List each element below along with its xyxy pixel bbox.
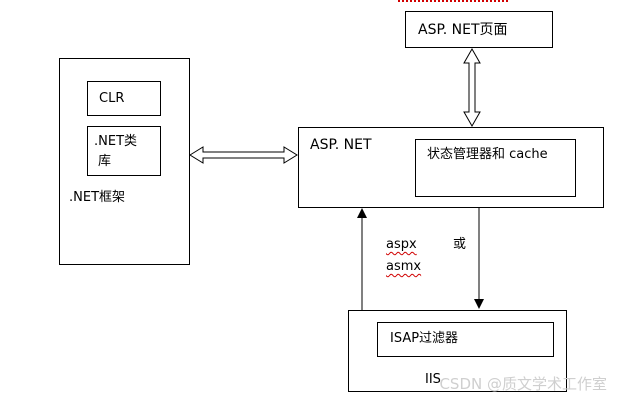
isapi-filter-box: ISAP过滤器	[377, 322, 554, 357]
page-aspnet-double-arrow	[463, 47, 481, 128]
aspx-label: aspx	[386, 237, 417, 252]
clr-box: CLR	[87, 81, 161, 116]
state-manager-cache-label: 状态管理器和 cache	[427, 147, 548, 162]
iis-label: IIS	[425, 372, 441, 387]
aspnet-page-box: ASP. NET页面	[405, 11, 553, 48]
iis-to-aspnet-arrow	[357, 208, 367, 310]
or-label: 或	[453, 237, 467, 252]
dotnet-framework-label: .NET框架	[69, 190, 126, 205]
aspnet-label: ASP. NET	[310, 137, 372, 153]
clr-label: CLR	[99, 91, 125, 106]
framework-aspnet-double-arrow	[189, 146, 298, 164]
top-clipped-underline	[398, 0, 508, 4]
dotnet-class-library-box: .NET类 库	[87, 126, 161, 176]
aspnet-page-label: ASP. NET页面	[418, 22, 508, 38]
class-library-label-line1: .NET类	[94, 134, 138, 149]
aspnet-box: ASP. NET 状态管理器和 cache	[298, 127, 604, 208]
csdn-watermark: CSDN @质文学术工作室	[439, 375, 607, 393]
iis-box: ISAP过滤器 IIS	[348, 310, 567, 392]
state-manager-cache-box: 状态管理器和 cache	[415, 139, 576, 197]
aspnet-to-iis-arrow	[474, 208, 484, 309]
asmx-label: asmx	[386, 259, 422, 274]
dotnet-framework-box: CLR .NET类 库 .NET框架	[59, 58, 190, 265]
class-library-label-line2: 库	[98, 154, 112, 169]
isapi-filter-label: ISAP过滤器	[390, 331, 459, 346]
